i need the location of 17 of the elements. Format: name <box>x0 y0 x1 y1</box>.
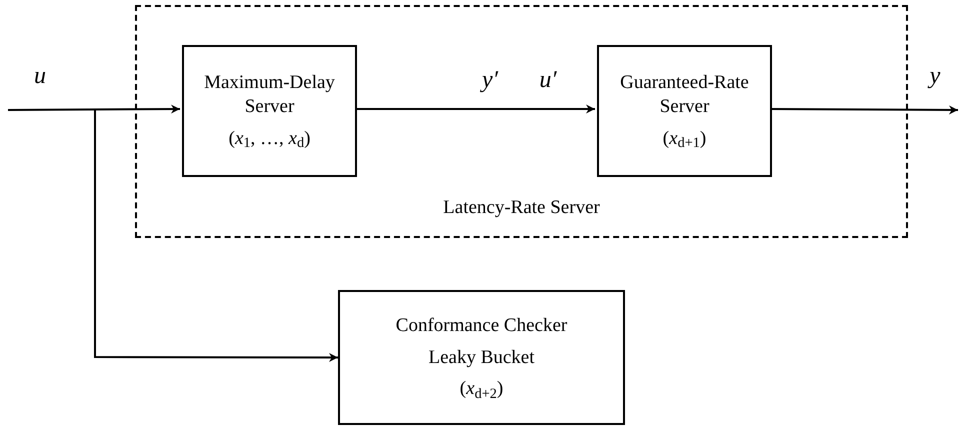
signal-label: y′ <box>480 68 500 92</box>
box-text: Conformance Checker <box>394 314 568 338</box>
box-text: (x$_{d+1}$) <box>662 126 708 151</box>
dashed-group-box <box>135 5 908 238</box>
box-text: (x$_{d+2}$) <box>458 377 504 402</box>
arrow <box>355 104 595 114</box>
process-box <box>597 45 772 177</box>
box-text: Guaranteed-Rate Server <box>619 71 750 119</box>
box-text: Leaky Bucket <box>427 346 536 370</box>
process-box <box>338 290 625 425</box>
arrow <box>8 104 180 114</box>
box-text: (x$_{1}$, …, x$_{d}$) <box>228 126 312 151</box>
group-label: Latency-Rate Server <box>443 196 600 220</box>
arrow <box>94 110 338 362</box>
arrow <box>770 105 958 114</box>
process-box <box>182 45 357 177</box>
box-text: Maximum-Delay Server <box>203 71 336 119</box>
